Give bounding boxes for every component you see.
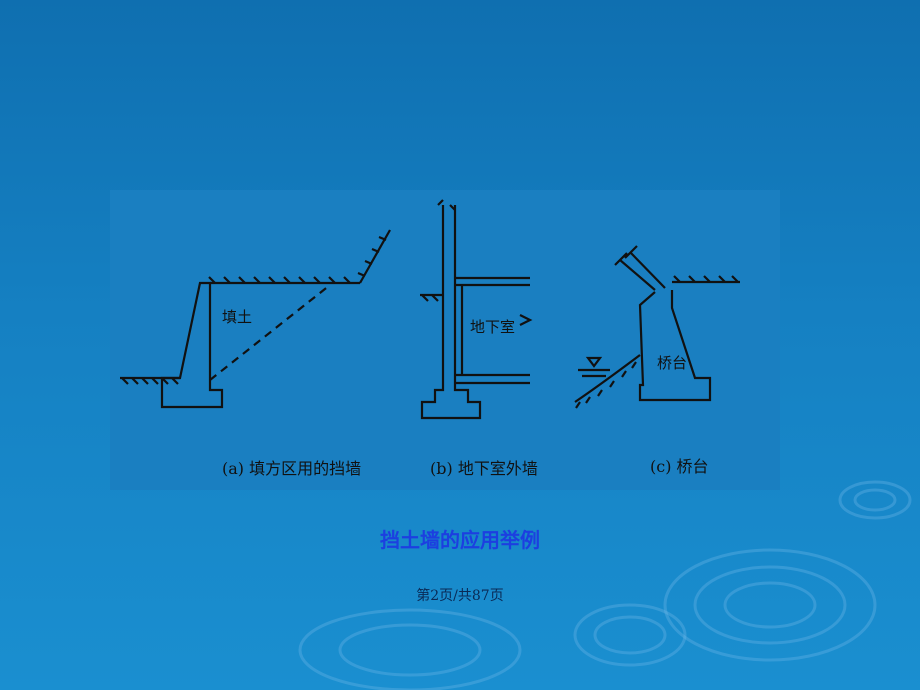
- abutment-label: 桥台: [657, 354, 688, 372]
- slide-caption: 挡土墙的应用举例: [380, 528, 540, 552]
- panel-a-drawing: [120, 229, 391, 409]
- fill-soil-label: 填土: [222, 308, 253, 326]
- retaining-wall-figure: 填土 地下室 桥台 (a) 填方区用的挡墙 (b) 地下室外墙 (c) 桥台: [110, 190, 780, 490]
- panel-c-drawing: [574, 245, 740, 409]
- panel-b-drawing: [420, 199, 533, 420]
- panel-c-caption: (c) 桥台: [650, 457, 709, 476]
- panel-a-caption: (a) 填方区用的挡墙: [222, 459, 362, 478]
- retaining-wall-drawings: [120, 199, 740, 420]
- panel-b-caption: (b) 地下室外墙: [430, 459, 538, 478]
- basement-label: 地下室: [470, 318, 516, 336]
- page-counter: 第2页/共87页: [416, 588, 504, 604]
